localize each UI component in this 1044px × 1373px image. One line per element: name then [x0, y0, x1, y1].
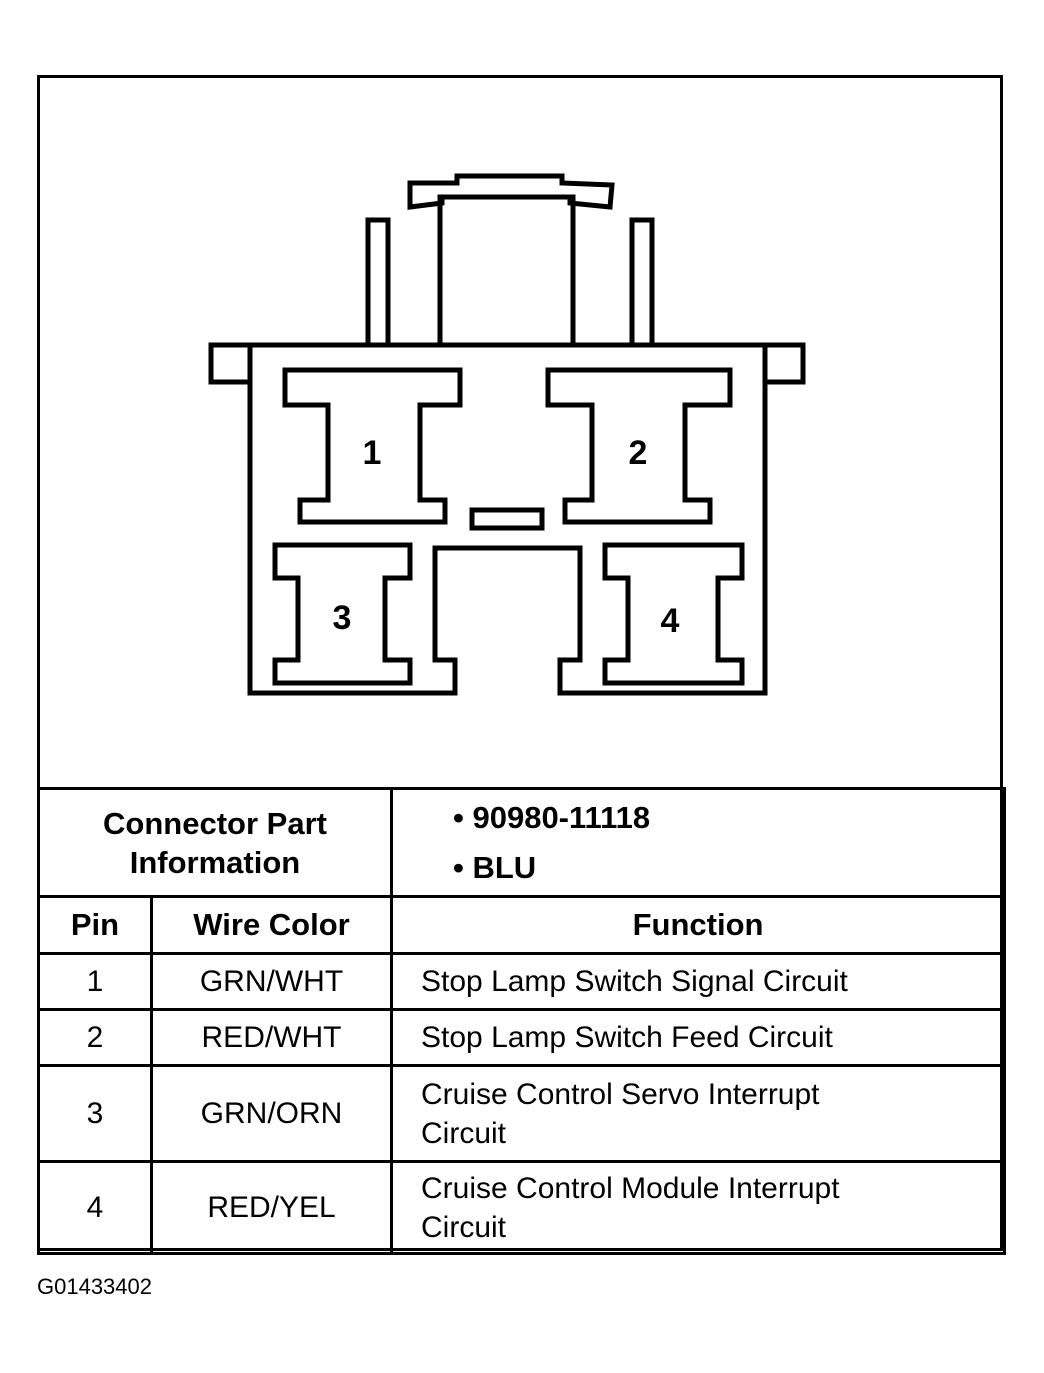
cell-function: Stop Lamp Switch Signal Circuit: [390, 952, 1007, 1011]
terminal-cavity-4: [602, 542, 745, 686]
cell-function: Cruise Control Module Interrupt Circuit: [390, 1160, 1007, 1255]
cell-pin: 1: [37, 952, 153, 1011]
cell-function: Cruise Control Servo Interrupt Circuit: [390, 1064, 1007, 1163]
header-function: Function: [390, 895, 1007, 955]
table-row: 1 GRN/WHT Stop Lamp Switch Signal Circui…: [37, 952, 1007, 1011]
cell-wire-color: RED/YEL: [149, 1160, 394, 1255]
terminal-cavity-2: [545, 367, 733, 525]
cell-function: Stop Lamp Switch Feed Circuit: [390, 1008, 1007, 1067]
pin-number-3: 3: [333, 599, 352, 637]
table-row: 4 RED/YEL Cruise Control Module Interrup…: [37, 1160, 1007, 1255]
cell-wire-color: RED/WHT: [149, 1008, 394, 1067]
part-number: • 90980-11118: [453, 799, 651, 835]
cell-wire-color: GRN/WHT: [149, 952, 394, 1011]
connector-tab-right: [762, 342, 806, 385]
connector-pin-table: Connector Part Information • 90980-11118…: [36, 787, 1007, 1255]
function-line: Stop Lamp Switch Feed Circuit: [421, 1021, 833, 1054]
part-info-label-line1: Connector Part: [103, 805, 327, 841]
table-row: 3 GRN/ORN Cruise Control Servo Interrupt…: [37, 1064, 1007, 1163]
connector-post-right: [629, 217, 655, 348]
part-info-label: Connector Part Information: [36, 787, 394, 898]
center-key-slot: [469, 507, 545, 531]
function-line: Stop Lamp Switch Signal Circuit: [421, 965, 848, 998]
function-line: Circuit: [421, 1210, 507, 1244]
pin-number-2: 2: [629, 434, 648, 472]
table-header-row: Pin Wire Color Function: [37, 895, 1007, 955]
terminal-cavity-3: [272, 542, 413, 686]
image-code: G01433402: [37, 1274, 152, 1299]
cell-pin: 2: [37, 1008, 153, 1067]
terminal-cavity-1: [282, 367, 463, 525]
header-wire-color: Wire Color: [149, 895, 394, 955]
part-info-row: Connector Part Information • 90980-11118…: [36, 787, 1007, 898]
pin-number-1: 1: [363, 434, 382, 472]
function-line: Circuit: [421, 1116, 507, 1150]
part-info-values: • 90980-11118 • BLU: [390, 787, 1007, 898]
connector-color: • BLU: [453, 849, 537, 885]
connector-housing: [247, 342, 768, 696]
cell-wire-color: GRN/ORN: [149, 1064, 394, 1163]
connector-post-left: [365, 217, 391, 348]
function-line: Cruise Control Servo Interrupt: [421, 1077, 820, 1111]
header-pin: Pin: [37, 895, 153, 955]
table-row: 2 RED/WHT Stop Lamp Switch Feed Circuit: [37, 1008, 1007, 1067]
connector-tab-left: [208, 342, 253, 385]
connector-face-drawing: 1 2 3 4: [208, 173, 806, 696]
cell-pin: 4: [37, 1160, 153, 1255]
cell-pin: 3: [37, 1064, 153, 1163]
function-line: Cruise Control Module Interrupt: [421, 1171, 840, 1205]
pin-number-4: 4: [661, 602, 680, 640]
part-info-label-line2: Information: [129, 844, 301, 880]
connector-latch-body: [437, 194, 576, 348]
